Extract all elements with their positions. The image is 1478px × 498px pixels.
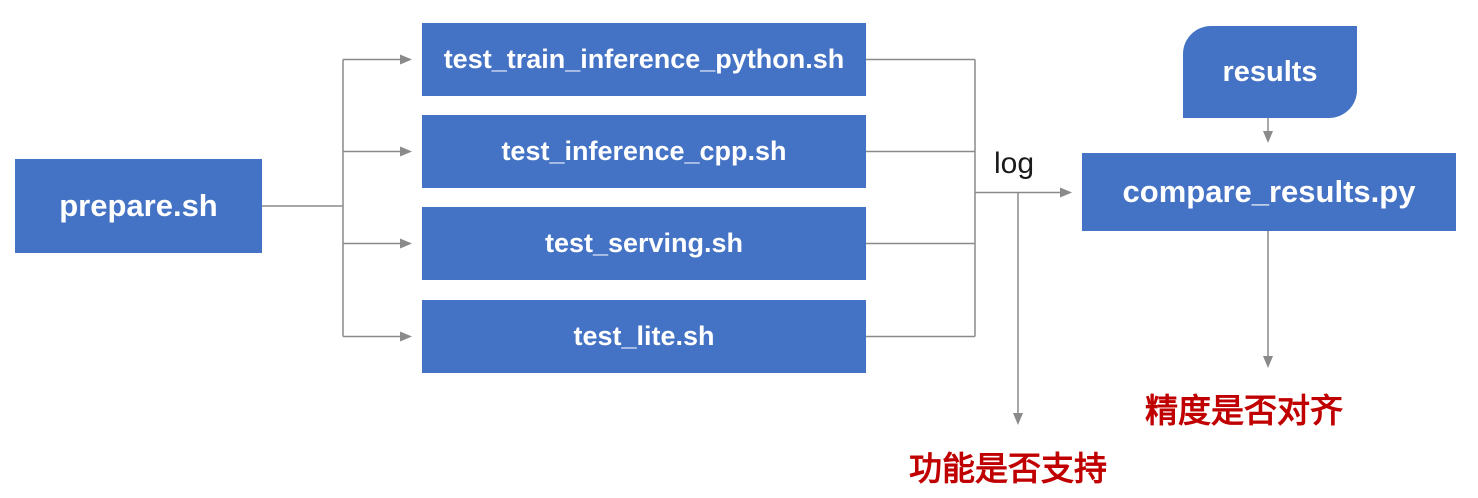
node-results: results [1183, 26, 1357, 118]
feature-check-label: 功能是否支持 [909, 450, 1107, 487]
log-label: log [993, 147, 1035, 180]
connector-prepare-to-trunk [262, 59, 344, 337]
node-compare-results-py: compare_results.py [1082, 153, 1456, 231]
node-test-train-inference-python-sh: test_train_inference_python.sh [422, 23, 866, 96]
precision-check-label: 精度是否对齐 [1145, 392, 1343, 429]
connector-tests-to-trunk [866, 58, 976, 338]
connector-trunk-to-tests [343, 54, 412, 342]
node-test-lite-sh: test_lite.sh [422, 300, 866, 373]
node-test-inference-cpp-sh: test_inference_cpp.sh [422, 115, 866, 188]
node-test-serving-sh: test_serving.sh [422, 207, 866, 280]
node-prepare-sh: prepare.sh [15, 159, 262, 253]
